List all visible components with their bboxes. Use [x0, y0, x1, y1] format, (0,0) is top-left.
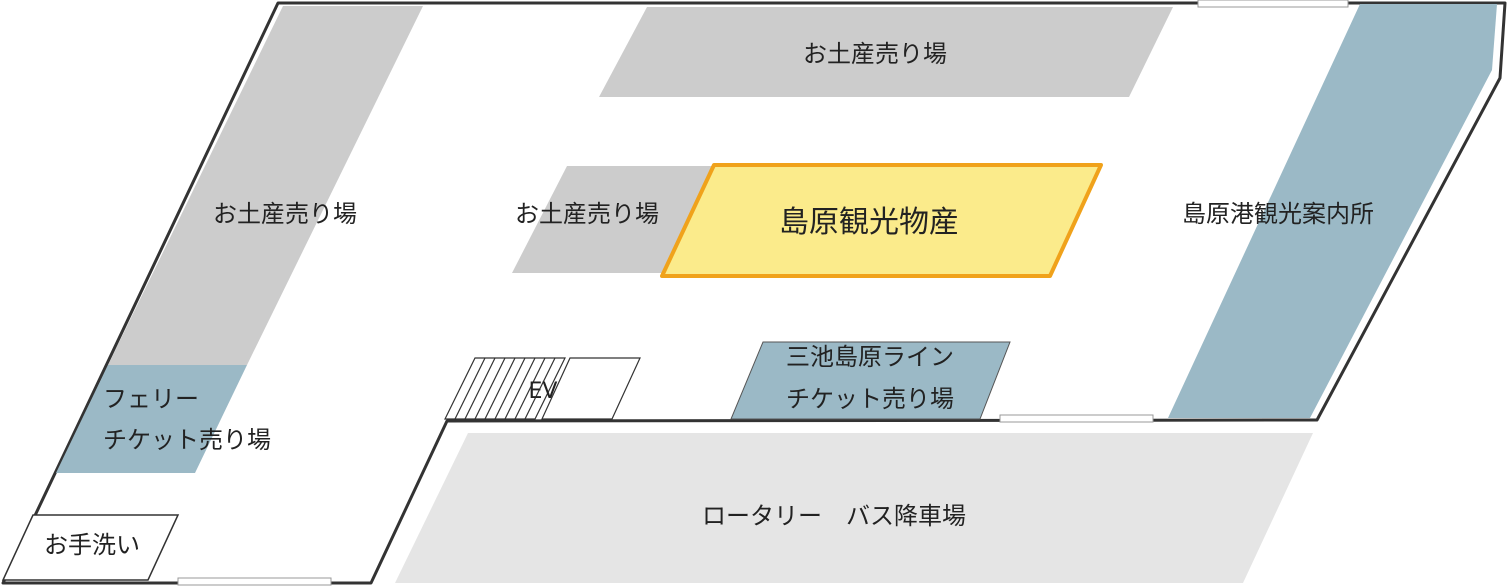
rotary-label: ロータリー バス降車場 [702, 502, 966, 530]
info-center-label: 島原港観光案内所 [1182, 200, 1374, 228]
rotary-bus-area [395, 433, 1313, 583]
entrance-top-right [1197, 0, 1349, 8]
souvenir-left-label: お土産売り場 [213, 200, 357, 228]
info-center [1168, 4, 1497, 418]
misumi-ticket-counter [730, 341, 1011, 420]
shimabara-kanko-bussan-label: 島原観光物産 [779, 205, 959, 240]
elevator [541, 357, 641, 420]
elevator-label: EV [529, 379, 558, 404]
ferry-ticket-label-line1: フェリー [103, 385, 199, 413]
entrance-bottom-center [999, 414, 1154, 423]
souvenir-area-top [599, 7, 1173, 97]
shimabara-kanko-bussan-shop[interactable] [660, 163, 1103, 278]
restroom [1, 514, 180, 581]
entrance-bottom-left [177, 577, 332, 586]
misumi-ticket-label-line1: 三池島原ライン [786, 343, 954, 371]
restroom-label: お手洗い [44, 531, 140, 559]
ferry-ticket-counter [56, 365, 247, 473]
souvenir-area-left [108, 6, 423, 365]
souvenir-center-label: お土産売り場 [515, 200, 659, 228]
stairs [444, 357, 566, 420]
misumi-ticket-label-line2: チケット売り場 [786, 385, 954, 413]
souvenir-top-label: お土産売り場 [803, 40, 947, 68]
ferry-ticket-label-line2: チケット売り場 [103, 426, 271, 454]
